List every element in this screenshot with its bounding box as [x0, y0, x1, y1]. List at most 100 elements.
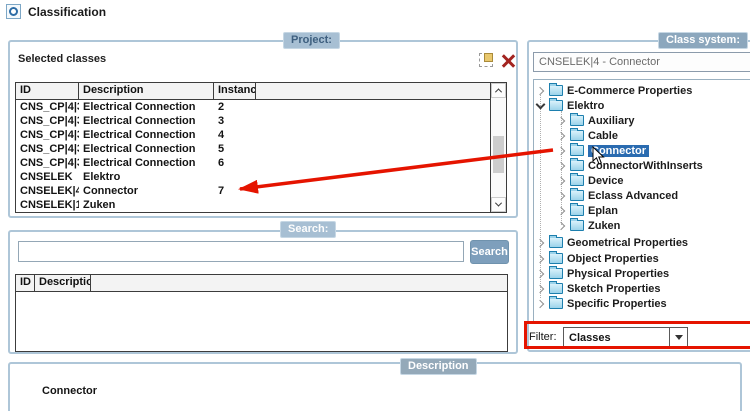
- description-badge: Description: [400, 358, 477, 375]
- tree-item-physical-properties[interactable]: Physical Properties: [536, 266, 669, 281]
- search-input[interactable]: [18, 241, 464, 262]
- window-title: Classification: [28, 4, 107, 19]
- tree-item-specific-properties[interactable]: Specific Properties: [536, 296, 667, 311]
- cell-description: Zuken: [83, 199, 116, 211]
- scroll-up-icon[interactable]: [491, 83, 506, 98]
- scroll-down-icon[interactable]: [491, 197, 506, 212]
- table-row[interactable]: CNSELEK Elektro: [16, 170, 489, 184]
- tree-guide-root: [540, 95, 541, 298]
- chevron-right-icon[interactable]: [557, 131, 566, 140]
- tree-item-label: Object Properties: [567, 252, 659, 265]
- search-button[interactable]: Search: [470, 240, 509, 264]
- chevron-down-icon[interactable]: [536, 101, 545, 110]
- tree-item-object-properties[interactable]: Object Properties: [536, 251, 659, 266]
- tree-item-label: Zuken: [588, 219, 621, 232]
- col-header-id: ID: [16, 275, 35, 291]
- chevron-right-icon[interactable]: [536, 284, 545, 293]
- tree-item-cable[interactable]: Cable: [557, 128, 618, 143]
- scrollbar-thumb[interactable]: [493, 136, 504, 173]
- cell-description: Electrical Connection: [83, 101, 196, 113]
- chevron-right-icon[interactable]: [557, 221, 566, 230]
- chevron-right-icon[interactable]: [557, 146, 566, 155]
- tree-item-label: Connector: [588, 144, 649, 157]
- cell-instance: 6: [218, 157, 225, 169]
- filter-label: Filter:: [529, 331, 557, 343]
- folder-icon: [570, 113, 584, 126]
- project-badge: Project:: [283, 32, 340, 49]
- cell-id: CNS_CP|4|3: [20, 143, 79, 155]
- selected-classes-table: ID Description Instance CNS_CP|4|3 Elect…: [15, 82, 507, 213]
- chevron-right-icon[interactable]: [557, 191, 566, 200]
- table-row[interactable]: CNS_CP|4|3 Electrical Connection 6: [16, 156, 489, 170]
- filter-combobox[interactable]: Classes: [563, 327, 688, 348]
- chevron-right-icon[interactable]: [536, 254, 545, 263]
- table-row[interactable]: CNS_CP|4|3 Electrical Connection 5: [16, 142, 489, 156]
- selected-class-field[interactable]: CNSELEK|4 - Connector: [533, 52, 750, 72]
- table-row[interactable]: CNS_CP|4|3 Electrical Connection 4: [16, 128, 489, 142]
- cell-id: CNSELEK|1: [20, 199, 79, 211]
- cell-id: CNS_CP|4|3: [20, 157, 79, 169]
- chevron-right-icon[interactable]: [557, 161, 566, 170]
- chevron-right-icon[interactable]: [536, 86, 545, 95]
- tree-item-sketch-properties[interactable]: Sketch Properties: [536, 281, 661, 296]
- cell-description: Elektro: [83, 171, 121, 183]
- folder-icon: [549, 251, 563, 264]
- folder-icon: [570, 203, 584, 216]
- tree-item-label: Sketch Properties: [567, 282, 661, 295]
- tree-item-ecommerce-properties[interactable]: E-Commerce Properties: [536, 83, 692, 98]
- vertical-scrollbar[interactable]: [490, 83, 506, 212]
- chevron-right-icon[interactable]: [557, 176, 566, 185]
- tree-item-label: Device: [588, 174, 624, 187]
- tree-item-elektro[interactable]: Elektro: [536, 98, 604, 113]
- folder-icon: [570, 128, 584, 141]
- cell-instance: [214, 198, 256, 212]
- col-header-description: Description: [79, 83, 214, 99]
- chevron-right-icon[interactable]: [536, 238, 545, 247]
- cell-description: Electrical Connection: [83, 115, 196, 127]
- cell-description: Connector: [83, 185, 138, 197]
- col-header-filler: [256, 83, 506, 99]
- cell-instance: 5: [218, 143, 225, 155]
- folder-icon: [570, 218, 584, 231]
- cell-instance: 2: [218, 101, 225, 113]
- chevron-right-icon[interactable]: [557, 116, 566, 125]
- description-text: Connector: [42, 385, 97, 397]
- class-tree: [533, 79, 750, 322]
- tree-item-label: Elektro: [567, 99, 605, 112]
- tree-item-label: Physical Properties: [567, 267, 670, 280]
- tree-item-device[interactable]: Device: [557, 173, 623, 188]
- cell-instance: 7: [218, 185, 225, 197]
- table-row[interactable]: CNS_CP|4|3 Electrical Connection 2: [16, 100, 489, 114]
- table-header: ID Description Instance: [16, 83, 506, 100]
- cell-description: Electrical Connection: [83, 143, 196, 155]
- delete-icon[interactable]: [501, 53, 515, 67]
- chevron-right-icon[interactable]: [536, 269, 545, 278]
- selected-classes-title: Selected classes: [18, 53, 107, 65]
- filter-value: Classes: [569, 331, 611, 344]
- col-header-instance: Instance: [214, 83, 256, 99]
- tree-item-connector[interactable]: Connector: [557, 143, 649, 158]
- class-system-badge: Class system:: [658, 32, 748, 49]
- tree-item-eclass-advanced[interactable]: Eclass Advanced: [557, 188, 678, 203]
- tree-item-connectorwithinserts[interactable]: ConnectorWithInserts: [557, 158, 703, 173]
- tree-item-label: ConnectorWithInserts: [588, 159, 703, 172]
- cell-description: Electrical Connection: [83, 157, 196, 169]
- chevron-right-icon[interactable]: [536, 299, 545, 308]
- tree-item-auxiliary[interactable]: Auxiliary: [557, 113, 634, 128]
- cell-instance: [214, 170, 256, 184]
- new-entry-icon[interactable]: [479, 53, 493, 67]
- tree-item-eplan[interactable]: Eplan: [557, 203, 618, 218]
- cell-id: CNS_CP|4|3: [20, 101, 79, 113]
- table-row[interactable]: CNS_CP|4|3 Electrical Connection 3: [16, 114, 489, 128]
- tree-item-label: Eclass Advanced: [588, 189, 679, 202]
- tree-item-geometrical-properties[interactable]: Geometrical Properties: [536, 235, 688, 250]
- table-row[interactable]: CNSELEK|1 Zuken: [16, 198, 489, 212]
- folder-icon: [549, 235, 563, 248]
- search-results-table: ID Description: [15, 274, 508, 352]
- tree-item-label: Cable: [588, 129, 618, 142]
- table-row-connector[interactable]: CNSELEK|4 Connector 7: [16, 184, 489, 198]
- chevron-right-icon[interactable]: [557, 206, 566, 215]
- dropdown-arrow-icon[interactable]: [669, 328, 687, 347]
- tree-item-zuken[interactable]: Zuken: [557, 218, 620, 233]
